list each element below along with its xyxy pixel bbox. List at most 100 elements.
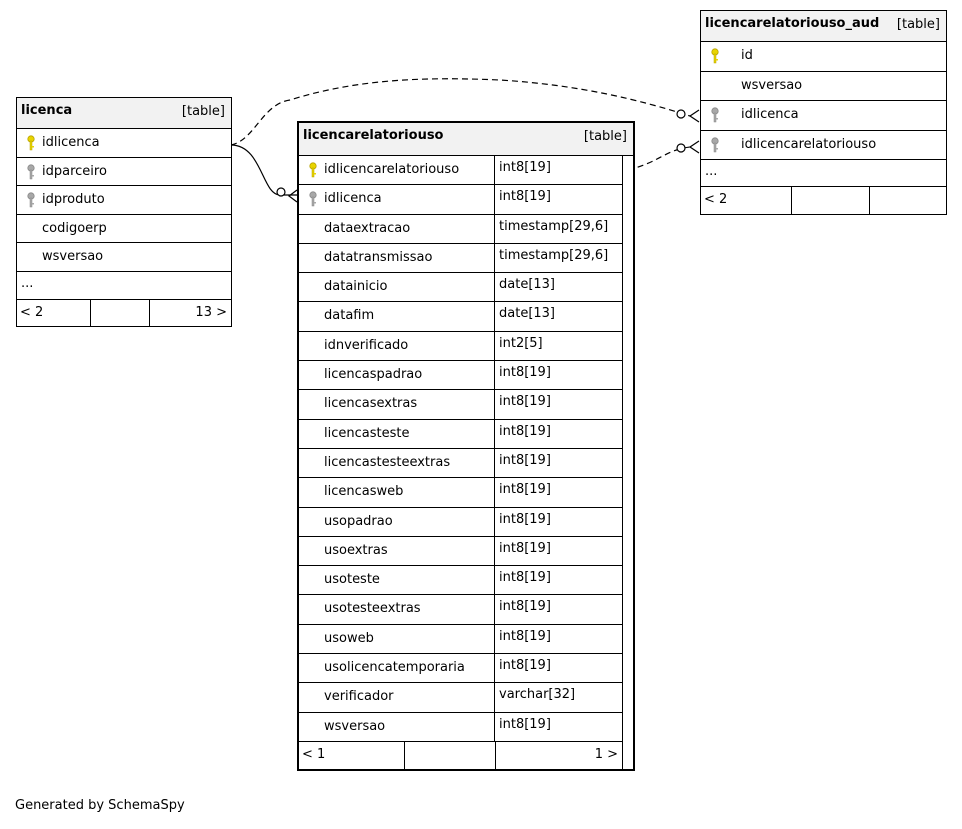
column-row[interactable]: idlicenca [701, 101, 946, 131]
column-name: idlicenca [42, 135, 100, 150]
column-divider [494, 156, 495, 185]
more-columns-row[interactable]: ... [17, 272, 231, 300]
generated-by-label: Generated by SchemaSpy [15, 798, 185, 813]
column-row[interactable]: idproduto [17, 186, 231, 215]
table-header: licencarelatoriouso_aud [table] [701, 11, 946, 42]
column-name: wsversao [324, 718, 386, 734]
column-name: idnverificado [324, 337, 409, 353]
table-header: licenca [table] [17, 98, 231, 129]
relation-licenca-to-aud [230, 78, 691, 146]
table-licenca[interactable]: licenca [table] idlicenca idparceiro idp… [16, 97, 232, 327]
column-row[interactable]: codigoerp [17, 215, 231, 243]
column-row[interactable]: dataextracao timestamp[29,6] [299, 214, 622, 244]
column-name: codigoerp [42, 220, 107, 236]
column-row[interactable]: idlicencarelatoriouso [701, 131, 946, 160]
column-type: varchar[32] [499, 687, 576, 703]
column-name: datainicio [324, 279, 388, 295]
column-divider [494, 419, 495, 448]
column-name: verificador [324, 689, 394, 705]
column-divider [494, 595, 495, 624]
column-row[interactable]: datainicio date[13] [299, 273, 622, 303]
column-name: idparceiro [42, 163, 107, 179]
column-divider [494, 331, 495, 361]
table-footer: < 2 [701, 187, 946, 214]
children-count: 1 > [594, 746, 618, 762]
column-row[interactable]: verificador varchar[32] [299, 683, 622, 713]
primary-key-icon [26, 135, 36, 151]
column-row[interactable]: wsversao int8[19] [299, 712, 622, 742]
column-name: idproduto [42, 192, 105, 207]
column-name: wsversao [741, 77, 803, 93]
column-name: licencastesteextras [324, 454, 451, 470]
table-footer: < 2 13 > [17, 299, 231, 326]
foreign-key-icon [26, 163, 36, 180]
relation-crowfoot-marker [688, 109, 700, 123]
column-row[interactable]: idlicenca [17, 129, 231, 158]
column-name: licencasweb [324, 484, 404, 500]
column-name: usolicencatemporaria [324, 660, 465, 676]
column-type: date[13] [499, 277, 555, 293]
column-row[interactable]: wsversao [701, 72, 946, 101]
column-divider [494, 185, 495, 214]
column-type: int2[5] [499, 335, 543, 351]
column-divider [494, 361, 495, 390]
children-count: 13 > [195, 304, 227, 320]
foreign-key-icon [710, 107, 720, 123]
column-name: wsversao [42, 249, 104, 264]
column-divider [494, 448, 495, 478]
column-type: int8[19] [499, 570, 551, 586]
column-divider [494, 712, 495, 741]
column-row[interactable]: usoteste int8[19] [299, 566, 622, 596]
foreign-key-icon [308, 191, 318, 207]
table-tag: [table] [583, 129, 627, 144]
column-row[interactable]: wsversao [17, 243, 231, 272]
column-name: idlicenca [741, 107, 799, 122]
column-type: timestamp[29,6] [499, 218, 609, 234]
relation-licenca-to-main [230, 144, 297, 196]
table-header: licencarelatoriouso [table] [299, 123, 633, 156]
column-type: int8[19] [499, 599, 551, 615]
column-divider [494, 243, 495, 273]
table-licencarelatoriouso-aud[interactable]: licencarelatoriouso_aud [table] id wsver… [700, 10, 947, 215]
column-type: int8[19] [499, 716, 551, 732]
table-tag: [table] [896, 17, 940, 32]
column-divider [494, 214, 495, 243]
column-row[interactable]: id [701, 42, 946, 72]
foreign-key-icon [26, 192, 36, 208]
more-columns-label: ... [21, 275, 34, 291]
table-footer: < 1 1 > [299, 741, 622, 769]
more-columns-row[interactable]: ... [701, 160, 946, 187]
column-name: licencasextras [324, 396, 418, 412]
column-divider [494, 624, 495, 654]
column-row[interactable]: idnverificado int2[5] [299, 331, 622, 362]
column-type: int8[19] [499, 189, 551, 205]
relation-zero-marker [276, 187, 286, 197]
column-name: id [741, 48, 753, 63]
column-name: usoextras [324, 542, 388, 558]
column-row[interactable]: idparceiro [17, 158, 231, 186]
column-divider [494, 302, 495, 331]
column-divider [494, 654, 495, 683]
table-licencarelatoriouso[interactable]: licencarelatoriouso [table] idlicencarel… [297, 121, 635, 771]
column-divider [494, 507, 495, 536]
column-type: date[13] [499, 306, 555, 322]
column-name: dataextracao [324, 220, 411, 236]
parents-count: < 1 [302, 746, 326, 762]
column-divider [494, 273, 495, 302]
primary-key-icon [710, 48, 720, 64]
column-name: usoteste [324, 572, 380, 588]
